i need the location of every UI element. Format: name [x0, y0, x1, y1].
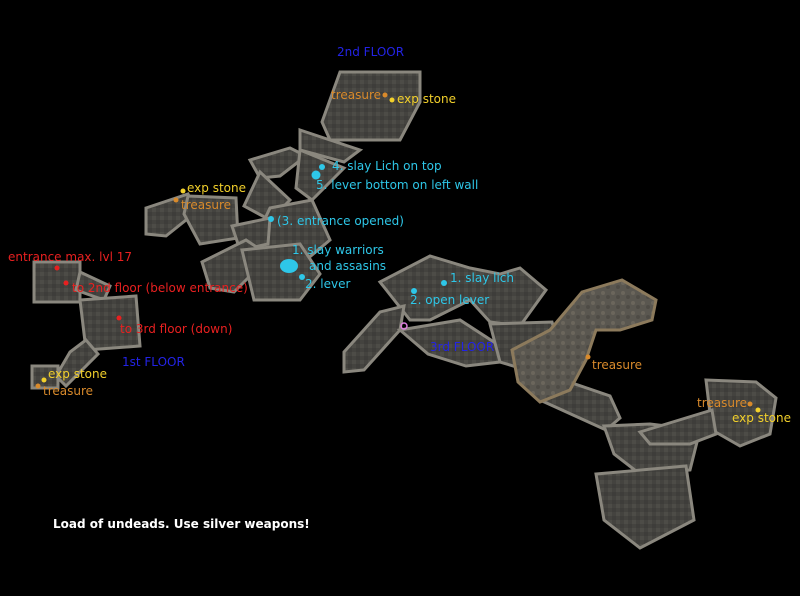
label-treasure-3f-right: treasure: [697, 396, 748, 410]
label-exp-stone-2f-top: exp stone: [397, 92, 456, 106]
marker-exp-stone-1f: [41, 377, 47, 383]
marker-exp-stone-2f-top: [389, 97, 395, 103]
label-exp-stone-3f-right: exp stone: [732, 411, 791, 425]
label-treasure-2f-left: treasure: [181, 198, 232, 212]
first-floor-layout: [30, 260, 142, 390]
marker-treasure-3f-right: [747, 401, 753, 407]
label-step2-3f: 2. open lever: [410, 293, 490, 307]
marker-step1-2f: [280, 259, 298, 273]
floor-label-3rd: 3rd FLOOR: [430, 340, 495, 354]
label-step1-2f-line2: and assasins: [309, 259, 387, 273]
label-exp-stone-1f: exp stone: [48, 367, 107, 381]
marker-exp-stone-2f-left: [180, 188, 186, 194]
label-entrance-1f: entrance max. lvl 17: [8, 250, 133, 264]
floor-label-1st: 1st FLOOR: [122, 355, 185, 369]
label-step1-2f-line1: 1. slay warriors: [292, 243, 384, 257]
note-text: Load of undeads. Use silver weapons!: [53, 517, 310, 531]
third-floor-layout: [342, 254, 778, 550]
label-treasure-1f: treasure: [43, 384, 94, 398]
marker-treasure-2f-top: [382, 92, 388, 98]
label-step4-2f: 4. slay Lich on top: [332, 159, 442, 173]
marker-step2-2f: [299, 274, 305, 280]
label-exp-stone-2f-left: exp stone: [187, 181, 246, 195]
marker-step4-2f: [319, 164, 325, 170]
label-step2-2f: 2. lever: [305, 277, 351, 291]
marker-exp-stone-3f-right: [755, 407, 761, 413]
label-step3-2f: (3. entrance opened): [277, 214, 404, 228]
label-step5-2f: 5. lever bottom on left wall: [316, 178, 479, 192]
label-to-3rd-1f: to 3rd floor (down): [120, 322, 233, 336]
marker-step2-3f: [411, 288, 417, 294]
marker-treasure-2f-left: [173, 197, 179, 203]
marker-entrance-1f: [54, 265, 60, 271]
marker-treasure-3f-mid: [585, 354, 591, 360]
label-to-2nd-1f: to 2nd floor (below entrance): [72, 281, 248, 295]
label-treasure-3f-mid: treasure: [592, 358, 643, 372]
third-floor-cave: [510, 278, 658, 404]
marker-step3-2f: [268, 216, 274, 222]
marker-step5-2f: [311, 170, 321, 180]
marker-to-2nd-1f: [63, 280, 69, 286]
marker-treasure-1f: [35, 383, 41, 389]
marker-step1-3f: [441, 280, 447, 286]
label-step1-3f: 1. slay lich: [450, 271, 514, 285]
marker-to-3rd-1f: [116, 315, 122, 321]
markers: [35, 92, 761, 413]
marker-portal-3f: [400, 322, 408, 330]
floor-label-2nd: 2nd FLOOR: [337, 45, 405, 59]
second-floor-layout: [144, 70, 422, 302]
label-treasure-2f-top: treasure: [331, 88, 382, 102]
